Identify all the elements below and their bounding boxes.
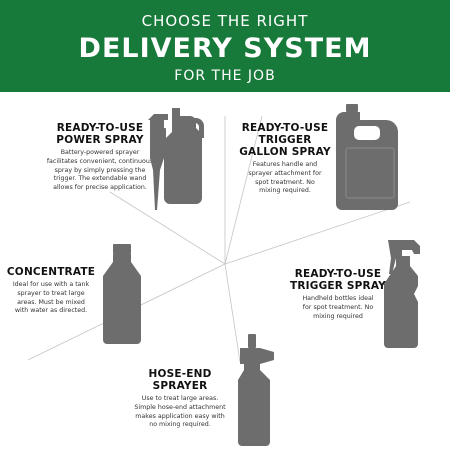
product-title: READY-TO-USE POWER SPRAY — [20, 122, 180, 146]
desc-line: Handheld bottles ideal — [302, 295, 374, 302]
title-line: POWER SPRAY — [56, 134, 144, 146]
product-block-hose-end: HOSE-END SPRAYER Use to treat large area… — [122, 368, 238, 430]
desc-line: Ideal for use with a tank — [12, 281, 90, 288]
product-title: HOSE-END SPRAYER — [122, 368, 238, 392]
desc-line: spray by simply pressing the — [54, 166, 146, 174]
desc-line: mixing required — [313, 312, 363, 320]
desc-line: Simple hose-end attachment — [134, 403, 226, 411]
title-line: GALLON SPRAY — [239, 146, 331, 158]
header-banner: CHOOSE THE RIGHT DELIVERY SYSTEM FOR THE… — [0, 0, 450, 92]
desc-line: Use to treat large areas. — [141, 395, 219, 402]
ray-upper-right — [224, 115, 263, 265]
header-line-3: FOR THE JOB — [174, 68, 276, 84]
title-line: TRIGGER — [258, 134, 312, 146]
desc-line: with water as directed. — [14, 307, 88, 315]
desc-line: sprayer to treat large — [17, 289, 85, 297]
desc-line: spot treatment. No — [255, 178, 315, 186]
product-description: Ideal for use with a tank sprayer to tre… — [4, 281, 98, 316]
title-line: READY-TO-USE — [56, 122, 144, 134]
desc-line: for spot treatment. No — [302, 303, 374, 311]
desc-line: Battery-powered sprayer — [60, 149, 140, 156]
trigger-spray-bottle-icon — [384, 240, 420, 348]
hose-end-sprayer-icon — [238, 334, 274, 446]
title-line: READY-TO-USE — [241, 122, 329, 134]
header-title: DELIVERY SYSTEM — [78, 33, 372, 64]
desc-line: areas. Must be mixed — [17, 298, 85, 306]
product-block-trigger-gallon: READY-TO-USE TRIGGER GALLON SPRAY Featur… — [226, 122, 344, 196]
desc-line: facilitates convenient, continuous — [46, 157, 154, 165]
product-title: READY-TO-USE TRIGGER SPRAY — [282, 268, 394, 292]
title-line: HOSE-END — [148, 368, 212, 380]
header-line-1: CHOOSE THE RIGHT — [141, 12, 309, 30]
ray-right — [224, 201, 411, 265]
concentrate-bottle-icon — [103, 244, 141, 344]
title-line: TRIGGER SPRAY — [290, 280, 386, 292]
product-description: Features handle and sprayer attachment f… — [226, 161, 344, 196]
product-block-power-spray: READY-TO-USE POWER SPRAY Battery-powered… — [20, 122, 180, 193]
product-title: CONCENTRATE — [4, 266, 98, 278]
desc-line: no mixing required. — [149, 421, 211, 429]
ray-lower-right — [224, 263, 241, 363]
ray-left — [109, 191, 226, 265]
title-line: CONCENTRATE — [6, 266, 96, 278]
desc-line: Features handle and — [252, 161, 318, 168]
product-description: Handheld bottles ideal for spot treatmen… — [282, 295, 394, 321]
product-description: Battery-powered sprayer facilitates conv… — [20, 149, 180, 193]
desc-line: allows for precise application. — [53, 184, 147, 192]
desc-line: sprayer attachment for — [248, 169, 322, 177]
gallon-jug-icon — [336, 104, 398, 210]
product-description: Use to treat large areas. Simple hose-en… — [122, 395, 238, 430]
title-line: SPRAYER — [152, 380, 208, 392]
product-title: READY-TO-USE TRIGGER GALLON SPRAY — [226, 122, 344, 158]
power-spray-jug-icon — [148, 108, 204, 210]
product-block-trigger-spray: READY-TO-USE TRIGGER SPRAY Handheld bott… — [282, 268, 394, 321]
desc-line: makes application easy with — [135, 412, 225, 420]
desc-line: trigger. The extendable wand — [53, 175, 147, 183]
title-line: READY-TO-USE — [294, 268, 382, 280]
product-block-concentrate: CONCENTRATE Ideal for use with a tank sp… — [4, 266, 98, 316]
desc-line: mixing required. — [259, 187, 311, 195]
